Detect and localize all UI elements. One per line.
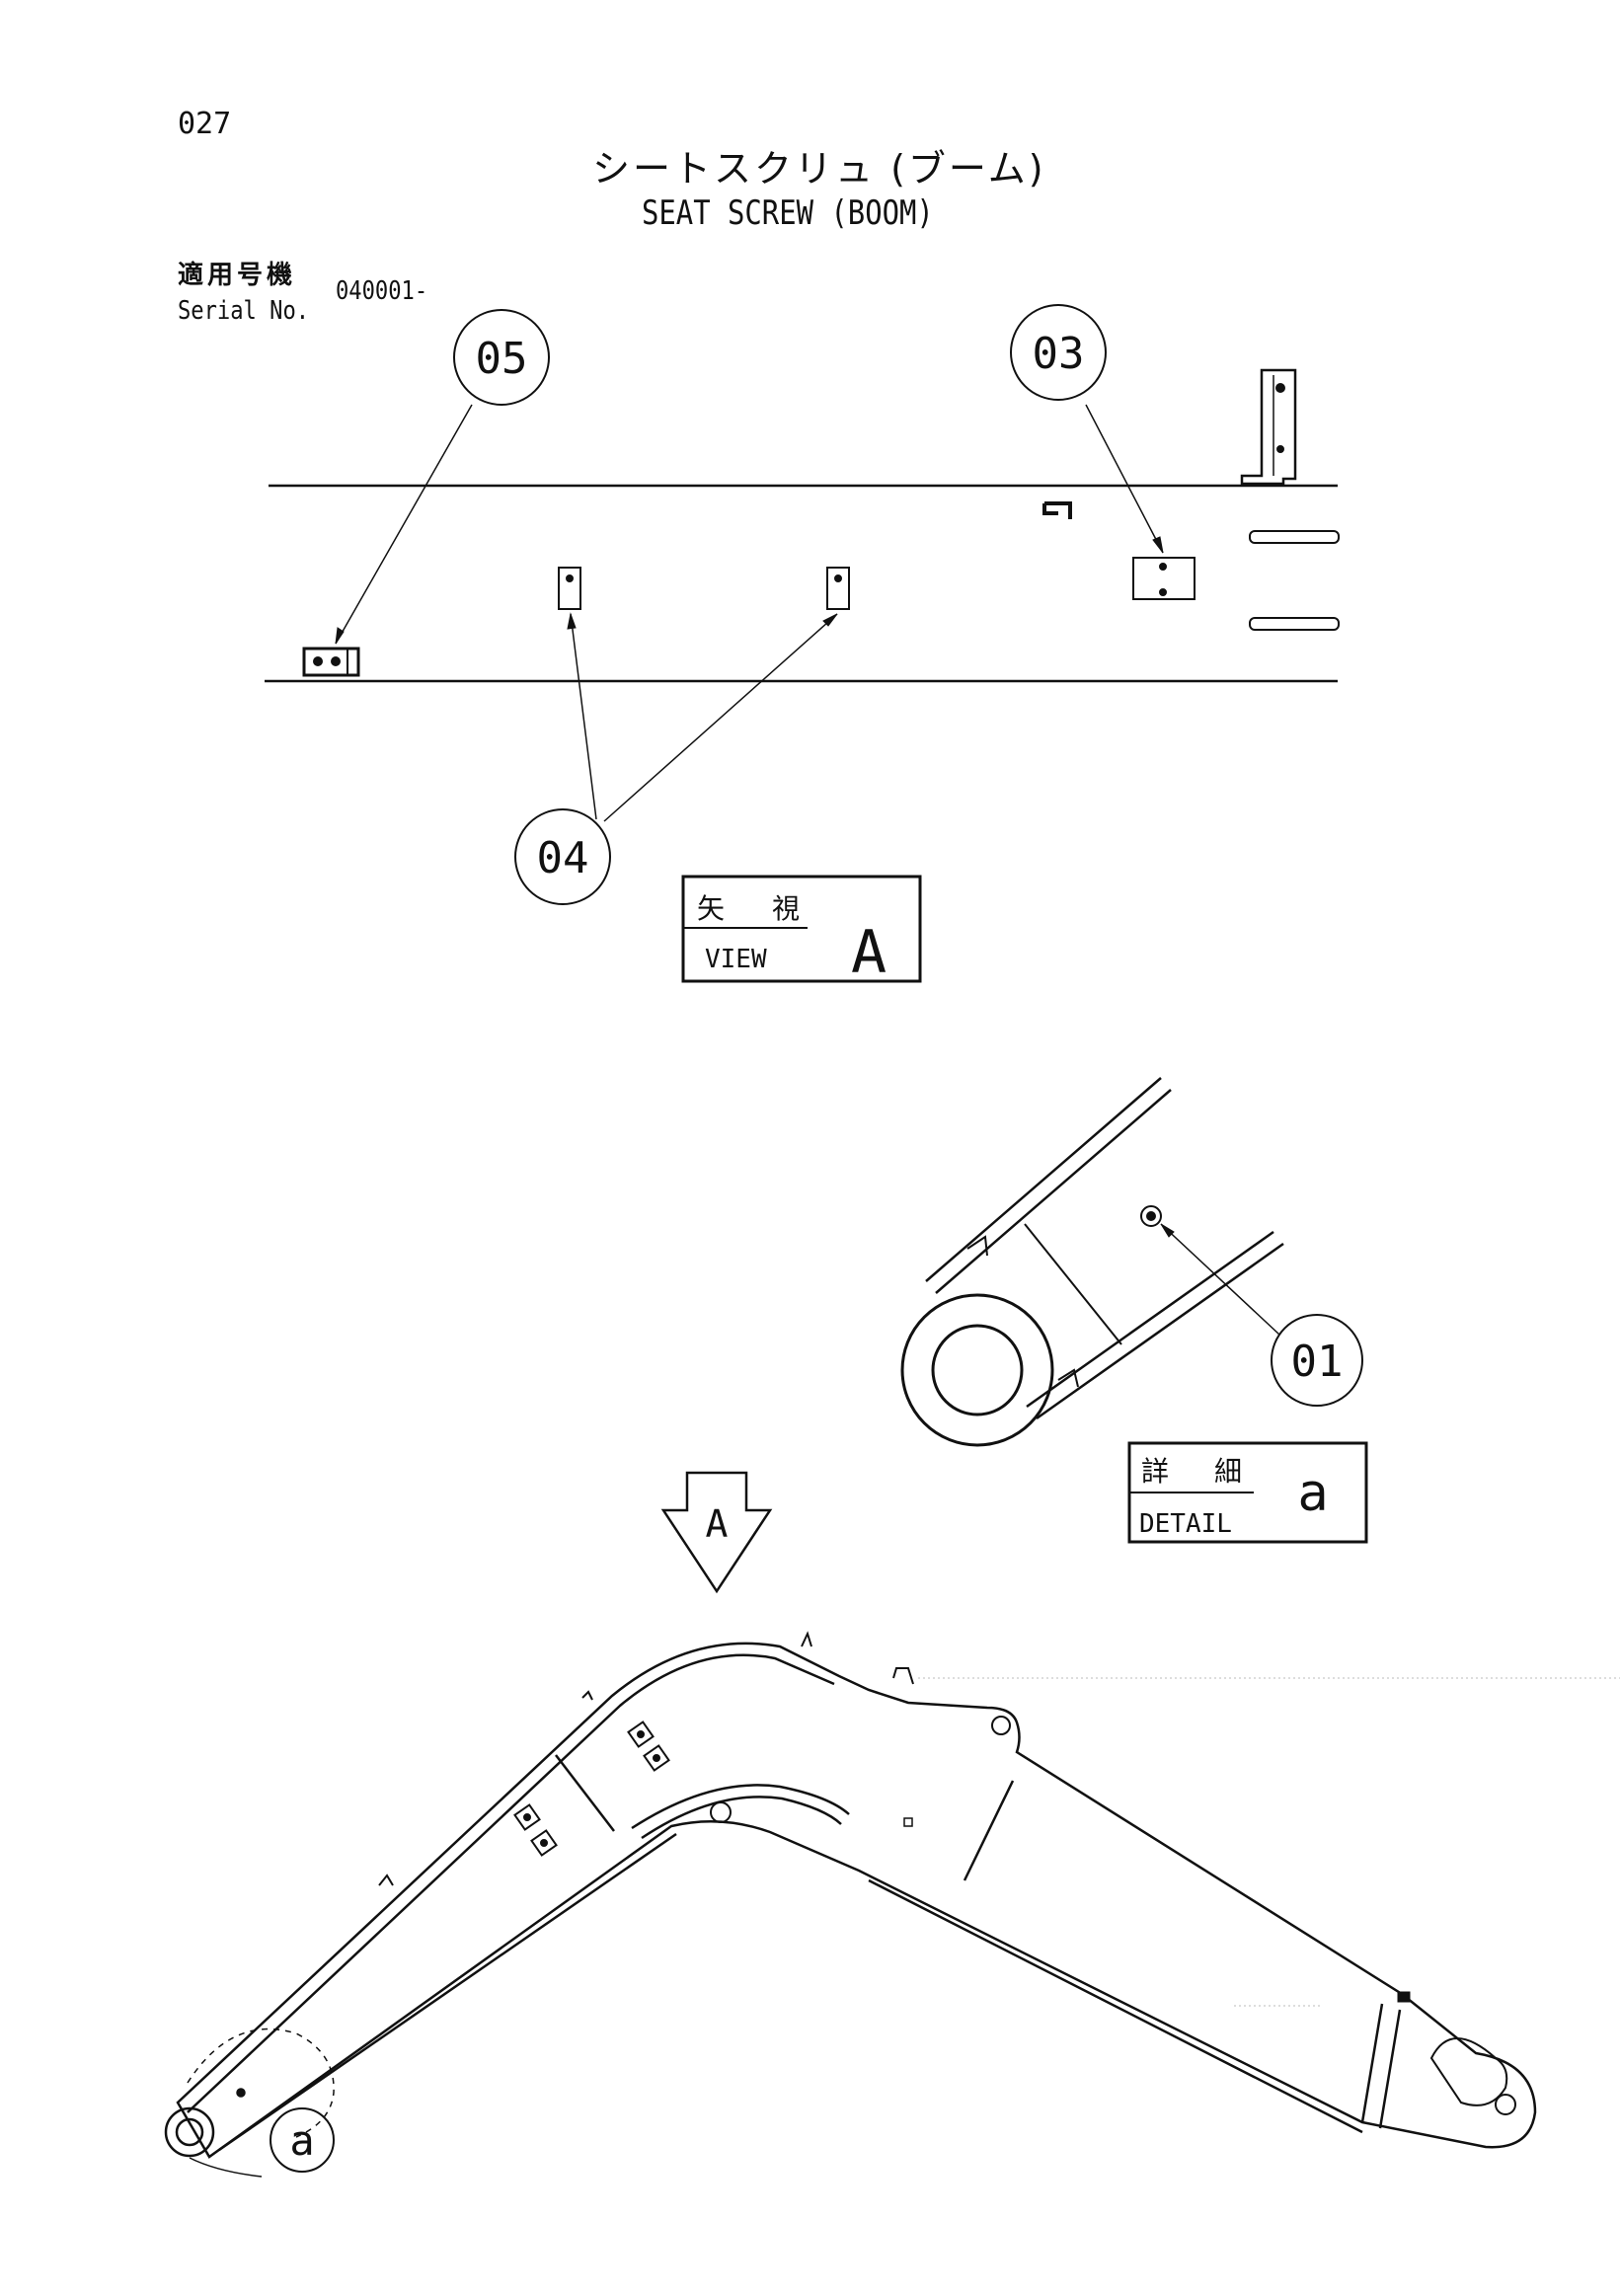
serial-number-value: 040001- — [336, 276, 428, 306]
view-arrow-letter: A — [706, 1502, 729, 1546]
callout-a-label: a — [289, 2116, 314, 2165]
view-box-jp-2: 視 — [772, 892, 800, 925]
view-a-label-box — [681, 875, 922, 983]
page-number: 027 — [178, 107, 232, 141]
detail-box-jp-1: 詳 — [1141, 1455, 1169, 1488]
detail-box-letter: a — [1297, 1464, 1328, 1523]
view-a-drawing — [265, 304, 1340, 905]
detail-a-label-box — [1127, 1441, 1368, 1544]
detail-a-drawing — [900, 1077, 1363, 1447]
callout-04-label: 04 — [537, 833, 589, 883]
detail-box-jp-2: 細 — [1214, 1455, 1242, 1488]
callout-05-label: 05 — [476, 334, 528, 384]
detail-box-en: DETAIL — [1139, 1509, 1232, 1539]
view-a-arrow-icon — [660, 1471, 773, 1594]
callout-03-label: 03 — [1033, 329, 1085, 379]
serial-label: Serial No. — [178, 296, 310, 326]
page-title: SEAT SCREW (BOOM) — [642, 193, 934, 233]
view-box-jp-1: 矢 — [697, 892, 725, 925]
boom-side-view — [164, 1631, 1537, 2178]
serial-label-japanese: 適用号機 — [178, 261, 297, 290]
view-box-en: VIEW — [705, 945, 767, 974]
callout-01-label: 01 — [1291, 1337, 1344, 1387]
view-box-letter: A — [851, 918, 887, 987]
page-title-japanese: シートスクリュ (ブーム) — [592, 147, 1046, 191]
